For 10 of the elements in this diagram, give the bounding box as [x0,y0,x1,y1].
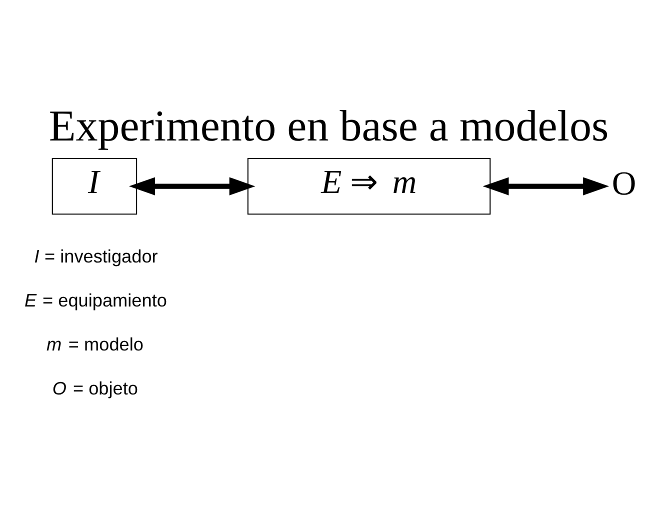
label: O = objeto [52,378,138,398]
arrow [482,177,610,196]
node-box: E ⇒ m [247,158,491,215]
diagram-title: Experimento en base a modelos [48,102,609,151]
node-box: I [52,158,138,215]
label: E = equipamiento [24,290,167,310]
arrow [129,177,256,196]
node-text: O [612,165,636,202]
label: I = investigador [34,246,158,266]
label: m = modelo [46,334,144,354]
